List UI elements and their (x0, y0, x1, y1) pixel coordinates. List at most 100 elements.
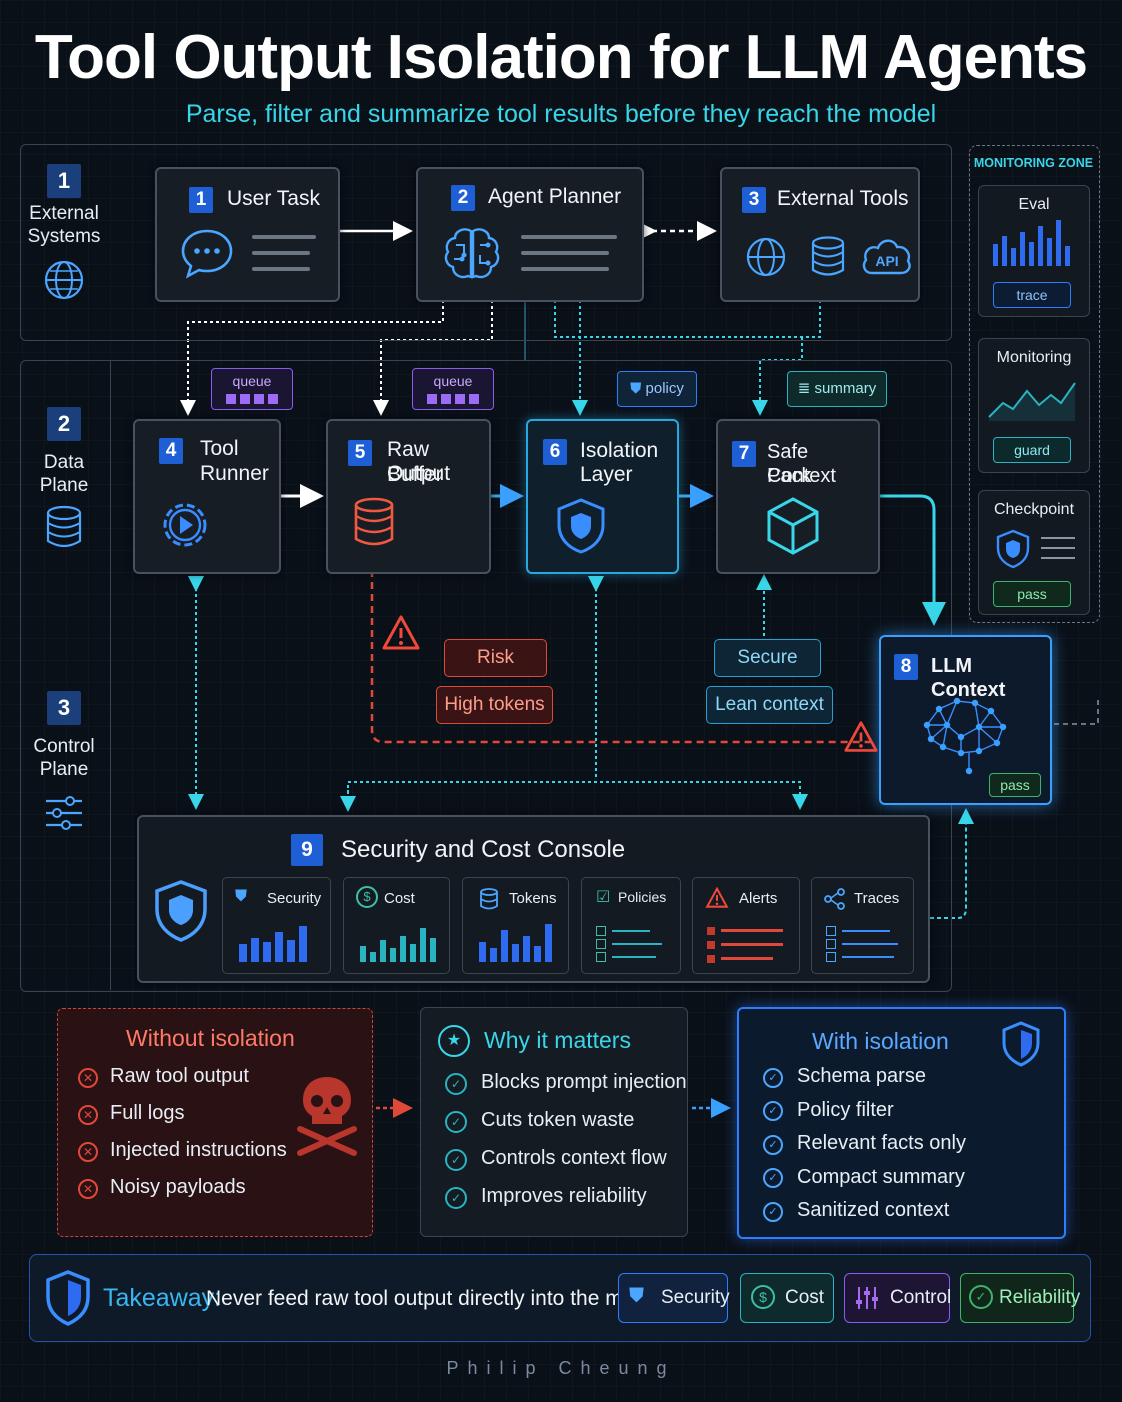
text-line (521, 267, 609, 271)
node-safe-context-pack[interactable]: 7 Safe Context Pack (716, 419, 880, 574)
list-line (1041, 537, 1075, 539)
shield-icon (46, 1270, 90, 1326)
node-number: 1 (189, 187, 213, 213)
x-circle-icon: ✕ (78, 1178, 98, 1199)
card-label: Tokens (509, 890, 557, 907)
card-label: Policies (618, 889, 667, 905)
console-card-traces[interactable]: Traces (811, 877, 914, 974)
takeaway-text: Never feed raw tool output directly into… (206, 1287, 663, 1310)
console-card-security[interactable]: ⛊ Security (222, 877, 331, 974)
node-number: 6 (543, 439, 567, 465)
chip-label: queue (232, 373, 272, 389)
check-circle-icon: ✓ (763, 1134, 783, 1155)
api-label: API (875, 253, 899, 269)
node-title-line2: Layer (580, 463, 633, 486)
line-chart-icon (988, 382, 1076, 421)
node-external-tools[interactable]: 3 External Tools API (720, 167, 920, 302)
monitoring-zone (969, 145, 1100, 623)
console-card-policies[interactable]: ☑ Policies (581, 877, 681, 974)
lane-control: 3 Control Plane (19, 691, 109, 839)
shield-icon (996, 529, 1030, 569)
sliders-icon (46, 796, 82, 830)
queue-slots (413, 391, 493, 407)
node-user-task[interactable]: 1 User Task (155, 167, 340, 302)
risk-tag: Risk (444, 639, 547, 677)
globe-icon (44, 260, 84, 300)
list-item: Injected instructions (110, 1139, 287, 1161)
bar-chart-icon (479, 924, 552, 962)
list-item: Policy filter (797, 1098, 894, 1121)
box-title: With isolation (812, 1028, 949, 1054)
trace-lines (826, 922, 898, 962)
card-label: Security (267, 890, 322, 907)
shield-icon (1002, 1021, 1040, 1067)
database-icon (354, 497, 394, 546)
api-cloud-icon (862, 239, 911, 275)
console-title: Security and Cost Console (341, 836, 626, 863)
lane-label-line2: Plane (39, 759, 89, 780)
checkpoint-card[interactable]: Checkpoint pass (978, 490, 1090, 615)
without-isolation-box: Without isolation ✕Raw tool output ✕Full… (57, 1008, 373, 1237)
monitoring-card[interactable]: Monitoring guard (978, 338, 1090, 473)
pill-label: Reliability (999, 1287, 1081, 1308)
page-title: Tool Output Isolation for LLM Agents (34, 23, 1088, 92)
warning-icon (705, 887, 729, 908)
list-item: Cuts token waste (481, 1109, 635, 1131)
node-title-line2: Runner (200, 462, 269, 485)
list-item: Controls context flow (481, 1147, 667, 1169)
check-circle-icon: ✓ (763, 1168, 783, 1189)
node-title-line1: Raw Output (387, 438, 451, 485)
lane-divider (110, 360, 111, 990)
check-circle-icon: ✓ (445, 1110, 467, 1133)
lane-label-line2: Plane (39, 475, 89, 496)
node-llm-context[interactable]: 8 LLM Context pass (879, 635, 1052, 805)
lane-number: 1 (47, 164, 81, 198)
console-card-cost[interactable]: $ Cost (343, 877, 450, 974)
list-item: Full logs (110, 1102, 185, 1124)
share-nodes-icon (824, 888, 845, 910)
node-title: Agent Planner (488, 185, 622, 208)
checklist-lines (596, 922, 662, 962)
x-circle-icon: ✕ (78, 1067, 98, 1088)
policy-chip: ⛊ policy (617, 371, 697, 407)
bar-chart-icon (239, 926, 307, 962)
eval-card[interactable]: Eval trace (978, 185, 1090, 317)
shield-icon (557, 498, 605, 554)
node-number: 5 (348, 440, 372, 466)
shield-icon (155, 880, 207, 942)
database-icon (46, 505, 82, 548)
card-title: Eval (1018, 196, 1050, 213)
shield-icon: ⛊ (235, 888, 248, 905)
console-card-tokens[interactable]: Tokens (462, 877, 569, 974)
node-agent-planner[interactable]: 2 Agent Planner (416, 167, 644, 302)
node-number: 9 (291, 834, 323, 866)
node-raw-output-buffer[interactable]: 5 Raw Output Buffer (326, 419, 491, 574)
guard-tag: guard (993, 437, 1071, 463)
list-item: Improves reliability (481, 1185, 647, 1207)
pass-tag: pass (989, 773, 1041, 797)
check-circle-icon: ✓ (445, 1186, 467, 1209)
pill-label: Control (890, 1287, 952, 1308)
takeaway-label: Takeaway: (103, 1284, 222, 1312)
shield-icon: ⛊ (630, 380, 642, 397)
check-circle-icon: ✓ (445, 1072, 467, 1095)
cost-pill: $ Cost (740, 1273, 834, 1323)
node-tool-runner[interactable]: 4 Tool Runner (133, 419, 281, 574)
chip-label: policy (645, 380, 684, 397)
pill-label: Security (661, 1287, 730, 1308)
pass-tag: pass (993, 581, 1071, 607)
chat-bubble-icon (181, 229, 233, 279)
lean-context-tag: Lean context (706, 686, 833, 724)
sliders-icon (856, 1287, 878, 1309)
warning-icon (844, 721, 878, 752)
checklist-icon: ☑ (596, 889, 611, 906)
node-title-line1: Tool (200, 437, 239, 460)
why-list: ✓ Blocks prompt injection ✓ Cuts token was… (445, 1071, 687, 1223)
with-list: ✓Schema parse ✓Policy filter ✓Relevant f… (763, 1065, 966, 1233)
chip-label: summary (814, 380, 877, 397)
bar-chart-icon (993, 220, 1070, 266)
node-isolation-layer[interactable]: 6 Isolation Layer (526, 419, 679, 574)
console-card-alerts[interactable]: Alerts (692, 877, 800, 974)
list-item: Blocks prompt injection (481, 1071, 687, 1093)
warning-icon (382, 615, 420, 650)
